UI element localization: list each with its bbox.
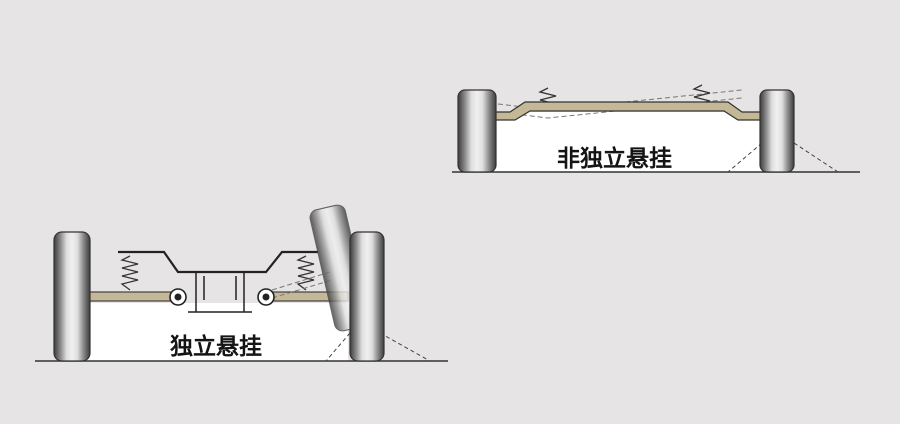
center-subframe [188, 272, 252, 313]
coil-spring [120, 255, 139, 291]
deflection-dashed-lines [325, 332, 431, 362]
independent-suspension-diagram [35, 204, 448, 362]
deflection-dashed-lines [727, 142, 839, 173]
wheel [349, 231, 385, 362]
wheel [457, 89, 497, 173]
raised-arm-ghost [271, 271, 333, 299]
pivot-bushing [169, 288, 187, 306]
coil-spring [296, 255, 315, 291]
wheel [759, 89, 795, 173]
wheel [53, 231, 91, 362]
non-independent-suspension-label: 非独立悬挂 [557, 146, 672, 172]
left-control-arm [85, 291, 179, 302]
non-independent-suspension-diagram [452, 84, 860, 173]
vehicle-body-block [492, 112, 762, 172]
independent-suspension-label: 独立悬挂 [170, 334, 262, 360]
pivot-bushing [257, 288, 275, 306]
chassis-frame [118, 250, 318, 274]
